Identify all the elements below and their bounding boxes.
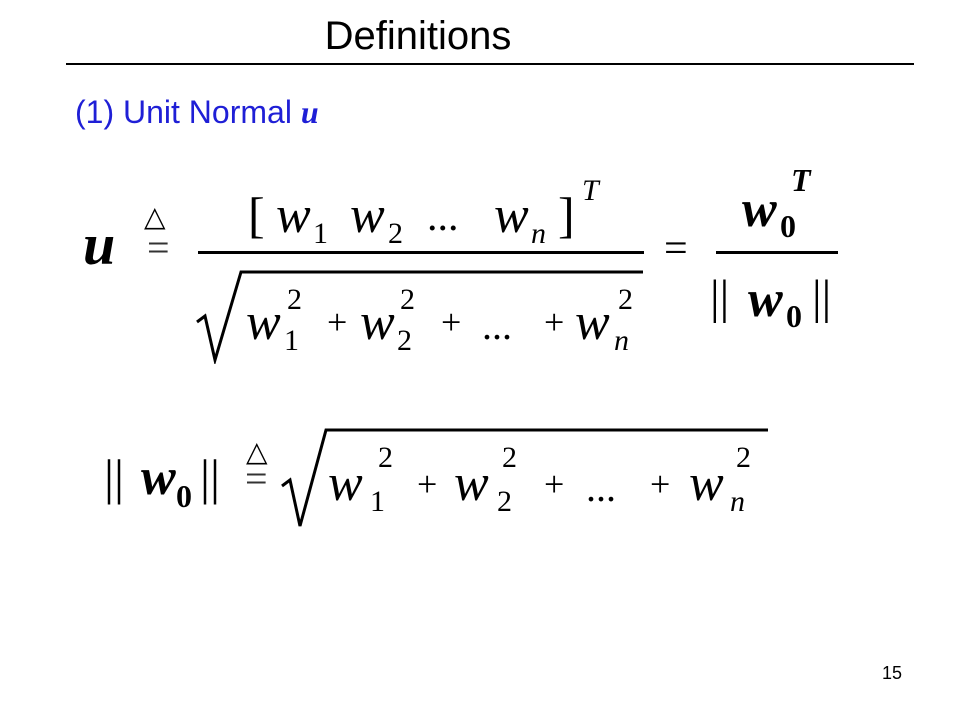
eq2-pow1: 2 [378,441,393,474]
eq1-defeq-equals: = [147,225,170,270]
title-underline [66,63,914,65]
eq1-fraction-bar-1 [198,251,644,254]
eq1-frac2-w: w [742,181,777,238]
eq1-den-plus2: + [441,302,462,342]
eq1-left-bracket: [ [248,187,265,243]
eq2-plus1: + [417,464,438,504]
eq1-num-dots: ... [427,194,459,240]
eq1-transpose-T: T [582,174,599,207]
eq1-frac2-supT: T [791,162,811,198]
eq1-equals-2: = [664,226,688,272]
eq2-defeq-equals: = [245,456,268,501]
eq2-dots: ... [586,465,616,510]
eq1-defeq-triangle: △ [144,201,166,232]
eq1-frac2-norm-right: || [812,271,832,324]
section-heading-text: (1) Unit Normal [75,94,292,130]
eq2-plus2: + [544,464,565,504]
eq1-den-subn: n [614,324,629,357]
eq1-frac2-norm-left: || [710,271,730,324]
eq1-right-bracket: ] [558,187,575,243]
eq1-den-wn: w [575,294,610,351]
eq2-w2: w [454,455,489,512]
eq2-wn: w [689,455,724,512]
eq2-pown: 2 [736,441,751,474]
eq1-sqrt-icon [196,270,643,364]
eq2-sub1: 1 [370,485,385,518]
eq1-frac2-sub0: 0 [780,208,796,244]
eq1-frac2-den-w: w [748,271,783,328]
eq1-lhs-u: u [83,212,116,277]
eq1-den-pow2: 2 [400,283,415,316]
eq1-den-pow1: 2 [287,283,302,316]
eq2-pow2: 2 [502,441,517,474]
eq2-norm-right: || [200,449,221,505]
eq1-num-sub1: 1 [313,217,328,250]
eq2-plus3: + [650,464,671,504]
eq1-den-sub1: 1 [284,324,299,357]
eq2-subn: n [730,485,745,518]
eq1-den-plus3: + [544,302,565,342]
eq2-w1: w [328,455,363,512]
eq2-w0: w [141,449,176,506]
eq1-den-w1: w [246,294,281,351]
eq1-num-subn: n [531,217,546,250]
eq1-num-w2: w [350,187,385,244]
section-heading-variable: u [300,94,319,130]
eq1-den-pown: 2 [618,283,633,316]
eq1-frac2-den-sub0: 0 [786,298,802,334]
eq2-sqrt-icon [281,428,768,527]
slide-title: Definitions [324,14,512,58]
eq1-den-w2: w [360,294,395,351]
eq1-fraction-bar-2 [716,251,838,254]
eq1-den-plus1: + [327,302,348,342]
eq1-num-wn: w [494,187,529,244]
eq1-num-sub2: 2 [388,217,403,250]
eq2-sub0: 0 [176,478,192,514]
eq1-den-sub2: 2 [397,324,412,357]
eq2-norm-left: || [104,449,125,505]
eq2-defeq-triangle: △ [246,436,268,467]
eq1-den-dots: ... [482,303,512,348]
page-number: 15 [881,663,902,683]
eq1-num-w1: w [276,187,311,244]
section-heading: (1) Unit Normal u [75,92,319,132]
eq2-sub2: 2 [497,485,512,518]
